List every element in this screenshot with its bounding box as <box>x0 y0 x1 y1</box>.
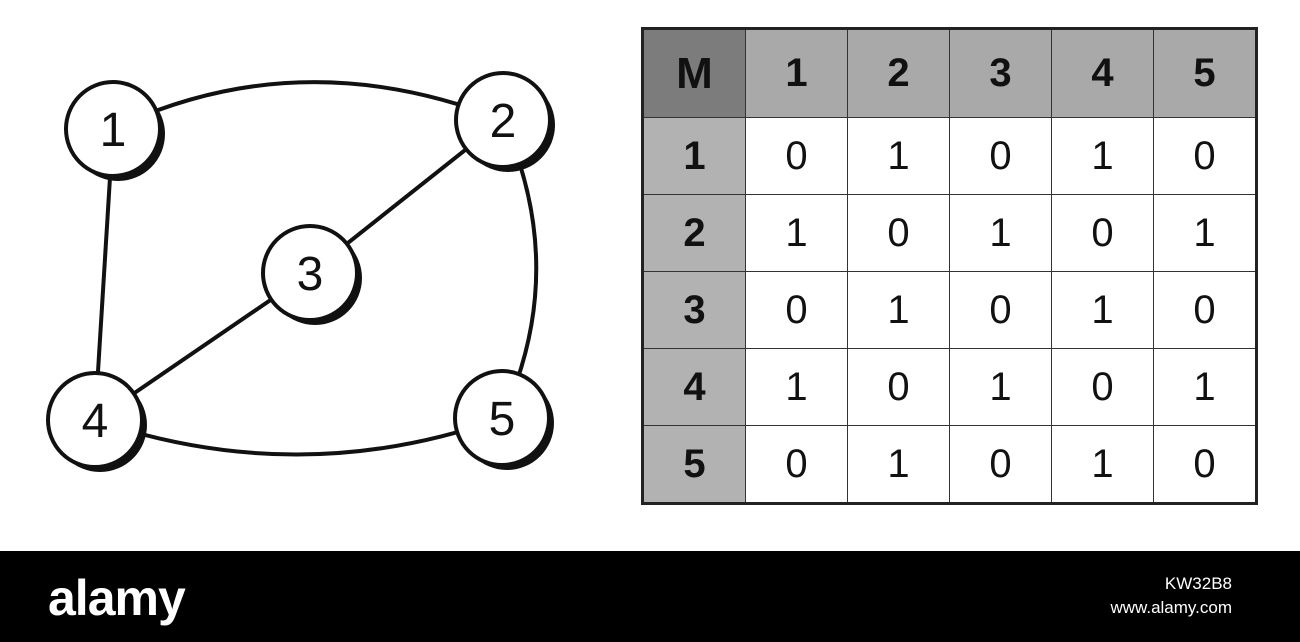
matrix-column-header: 5 <box>1153 28 1257 118</box>
node-label: 5 <box>489 393 516 446</box>
matrix-column-header: 3 <box>949 28 1052 118</box>
matrix-row-header: 4 <box>642 348 746 426</box>
matrix-column-header: 4 <box>1051 28 1154 118</box>
graph-node-5: 5 <box>453 369 554 470</box>
matrix-cell: 1 <box>1051 425 1154 504</box>
node-label: 2 <box>490 95 517 148</box>
node-label: 1 <box>100 104 127 157</box>
node-circle <box>454 71 552 169</box>
matrix-cell: 0 <box>1051 194 1154 272</box>
matrix-row: 1 0 1 0 1 0 <box>642 117 1257 195</box>
matrix-cell: 0 <box>949 271 1052 349</box>
matrix-cell: 0 <box>949 117 1052 195</box>
matrix-cell: 0 <box>847 194 950 272</box>
matrix-cell: 0 <box>1153 117 1257 195</box>
matrix-cell: 1 <box>847 117 950 195</box>
matrix-cell: 0 <box>745 271 848 349</box>
node-label: 3 <box>297 248 324 301</box>
matrix-cell: 0 <box>847 348 950 426</box>
matrix-cell: 1 <box>1153 194 1257 272</box>
graph-node-3: 3 <box>261 224 362 325</box>
graph-diagram: 1 2 3 4 5 <box>46 71 555 472</box>
graph-node-2: 2 <box>454 71 555 172</box>
graph-edge-1-2 <box>112 80 504 131</box>
matrix-row-header: 1 <box>642 117 746 195</box>
matrix-row: 3 0 1 0 1 0 <box>642 271 1257 349</box>
node-circle <box>46 371 144 469</box>
matrix-row-header: 5 <box>642 425 746 504</box>
graph-edge-4-5 <box>94 416 503 457</box>
image-id-label: KW32B8 <box>1164 574 1232 593</box>
matrix-row-header: 3 <box>642 271 746 349</box>
node-circle <box>261 224 359 322</box>
matrix-cell: 1 <box>745 194 848 272</box>
matrix-cell: 0 <box>1051 348 1154 426</box>
matrix-header-row: M 1 2 3 4 5 <box>642 28 1257 118</box>
matrix-cell: 0 <box>745 425 848 504</box>
matrix-row: 2 1 0 1 0 1 <box>642 194 1257 272</box>
matrix-row-header: 2 <box>642 194 746 272</box>
node-circle <box>453 369 551 467</box>
matrix-corner-label: M <box>642 28 746 118</box>
matrix-column-header: 1 <box>745 28 848 118</box>
node-circle <box>64 80 162 178</box>
matrix-column-header: 2 <box>847 28 950 118</box>
graph-node-1: 1 <box>64 80 165 181</box>
matrix-cell: 0 <box>949 425 1052 504</box>
matrix-cell: 1 <box>745 348 848 426</box>
watermark-footer: alamy KW32B8 www.alamy.com <box>0 551 1300 642</box>
watermark-logo: alamy <box>48 570 186 626</box>
node-label: 4 <box>82 395 109 448</box>
matrix-cell: 1 <box>949 348 1052 426</box>
matrix-row: 5 0 1 0 1 0 <box>642 425 1257 504</box>
matrix-cell: 1 <box>949 194 1052 272</box>
matrix-cell: 0 <box>745 117 848 195</box>
adjacency-matrix: M 1 2 3 4 5 1 0 1 0 1 0 2 1 0 1 0 <box>641 27 1258 505</box>
matrix-cell: 1 <box>1051 271 1154 349</box>
matrix-cell: 1 <box>1153 348 1257 426</box>
matrix-cell: 1 <box>847 271 950 349</box>
matrix-cell: 1 <box>1051 117 1154 195</box>
matrix-cell: 0 <box>1153 425 1257 504</box>
matrix-row: 4 1 0 1 0 1 <box>642 348 1257 426</box>
matrix-cell: 0 <box>1153 271 1257 349</box>
graph-node-4: 4 <box>46 371 147 472</box>
site-url-label: www.alamy.com <box>1110 598 1232 617</box>
matrix-cell: 1 <box>847 425 950 504</box>
